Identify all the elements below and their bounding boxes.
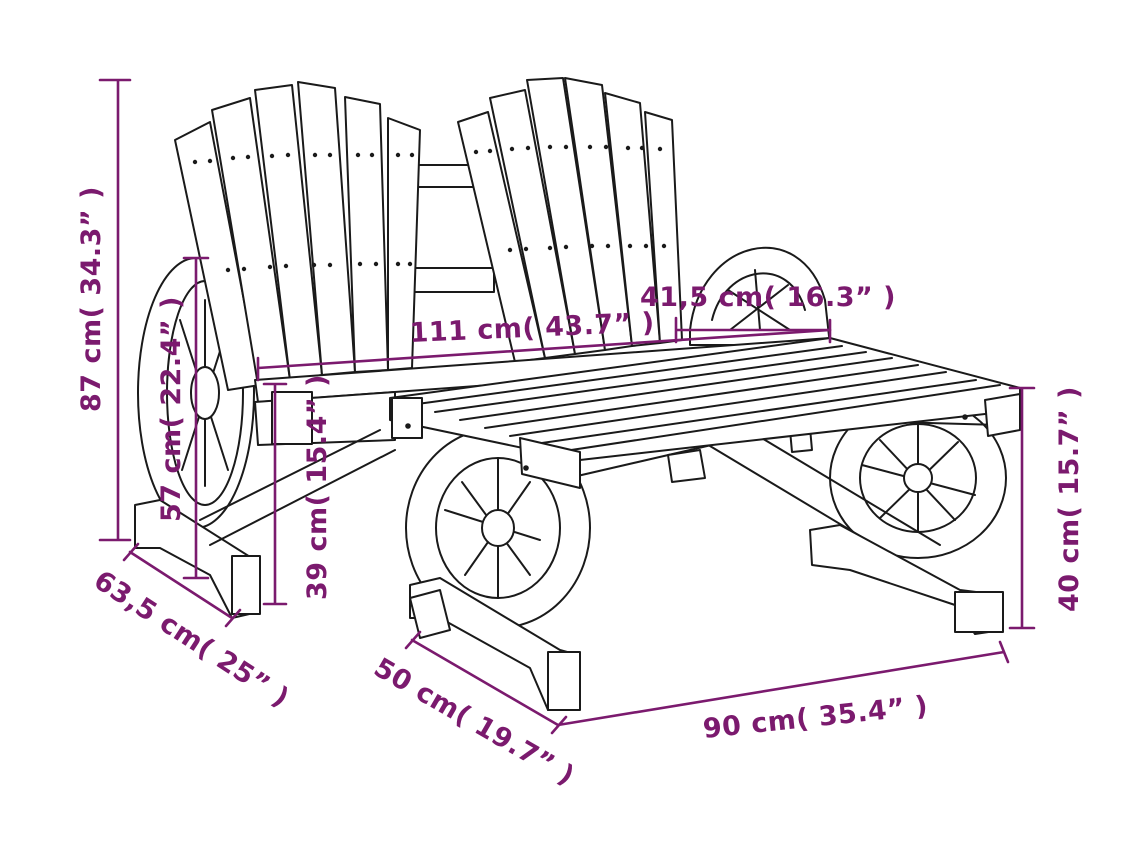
table-frame <box>409 419 1004 711</box>
dimension-lines <box>98 78 1036 735</box>
right-back-wheel <box>689 246 831 346</box>
table-top <box>389 337 1021 489</box>
label-bench-depth: 63,5 cm( 25” ) <box>88 565 294 714</box>
label-height-total: 87 cm( 34.3” ) <box>76 186 107 412</box>
label-table-height: 40 cm( 15.7” ) <box>1054 386 1085 612</box>
label-seat-depth: 41,5 cm( 16.3” ) <box>640 282 896 313</box>
label-armrest-height: 57 cm( 22.4” ) <box>156 296 187 522</box>
label-bench-seat-height: 39 cm( 15.4” ) <box>302 374 333 600</box>
label-table-width: 90 cm( 35.4” ) <box>701 691 929 745</box>
bench-seat <box>254 337 833 446</box>
backrest <box>174 77 683 391</box>
